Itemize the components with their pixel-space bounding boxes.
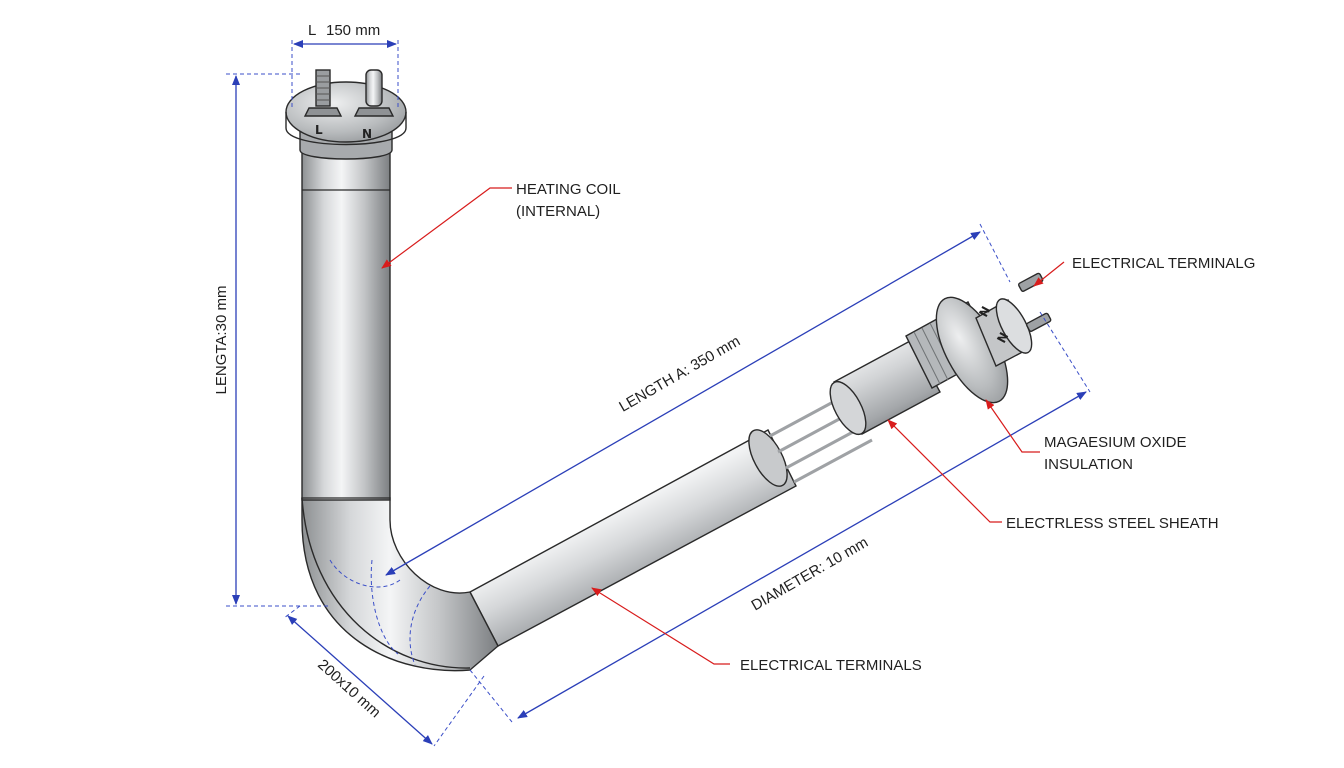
terminal-mark-n: N: [362, 127, 372, 141]
top-terminal-head: L N: [285, 69, 407, 160]
callout-leaders: [381, 187, 1065, 665]
vertical-length-label: LENGTA:30 mm: [213, 286, 230, 395]
top-width-prefix: L: [308, 22, 316, 39]
diameter-label: DIAMETER: 10 mm: [748, 534, 871, 615]
length-a-label: LENGTH A: 350 mm: [616, 333, 743, 416]
callout-heating-coil: HEATING COIL: [516, 181, 621, 198]
callout-insulation: MAGAESIUM OXIDE: [1044, 434, 1187, 451]
callout-insulation-sub: INSULATION: [1044, 456, 1133, 473]
bend-dimension-label: 200x10 mm: [314, 656, 384, 721]
callout-sheath: ELECTRLESS STEEL SHEATH: [1006, 515, 1219, 532]
terminal-stud-n: [365, 69, 383, 107]
terminal-mark-l: L: [315, 123, 323, 137]
callout-heating-coil-sub: (INTERNAL): [516, 203, 600, 220]
callout-electrical-terminal-top: ELECTRICAL TERMINALG: [1072, 255, 1255, 272]
top-width-label: 150 mm: [326, 22, 380, 39]
callout-electrical-terminals-bottom: ELECTRICAL TERMINALS: [740, 657, 922, 674]
dimension-lines: [226, 40, 1091, 747]
heater-diagonal-arm: N N: [469, 272, 1052, 647]
heater-vertical-arm: [301, 149, 499, 672]
